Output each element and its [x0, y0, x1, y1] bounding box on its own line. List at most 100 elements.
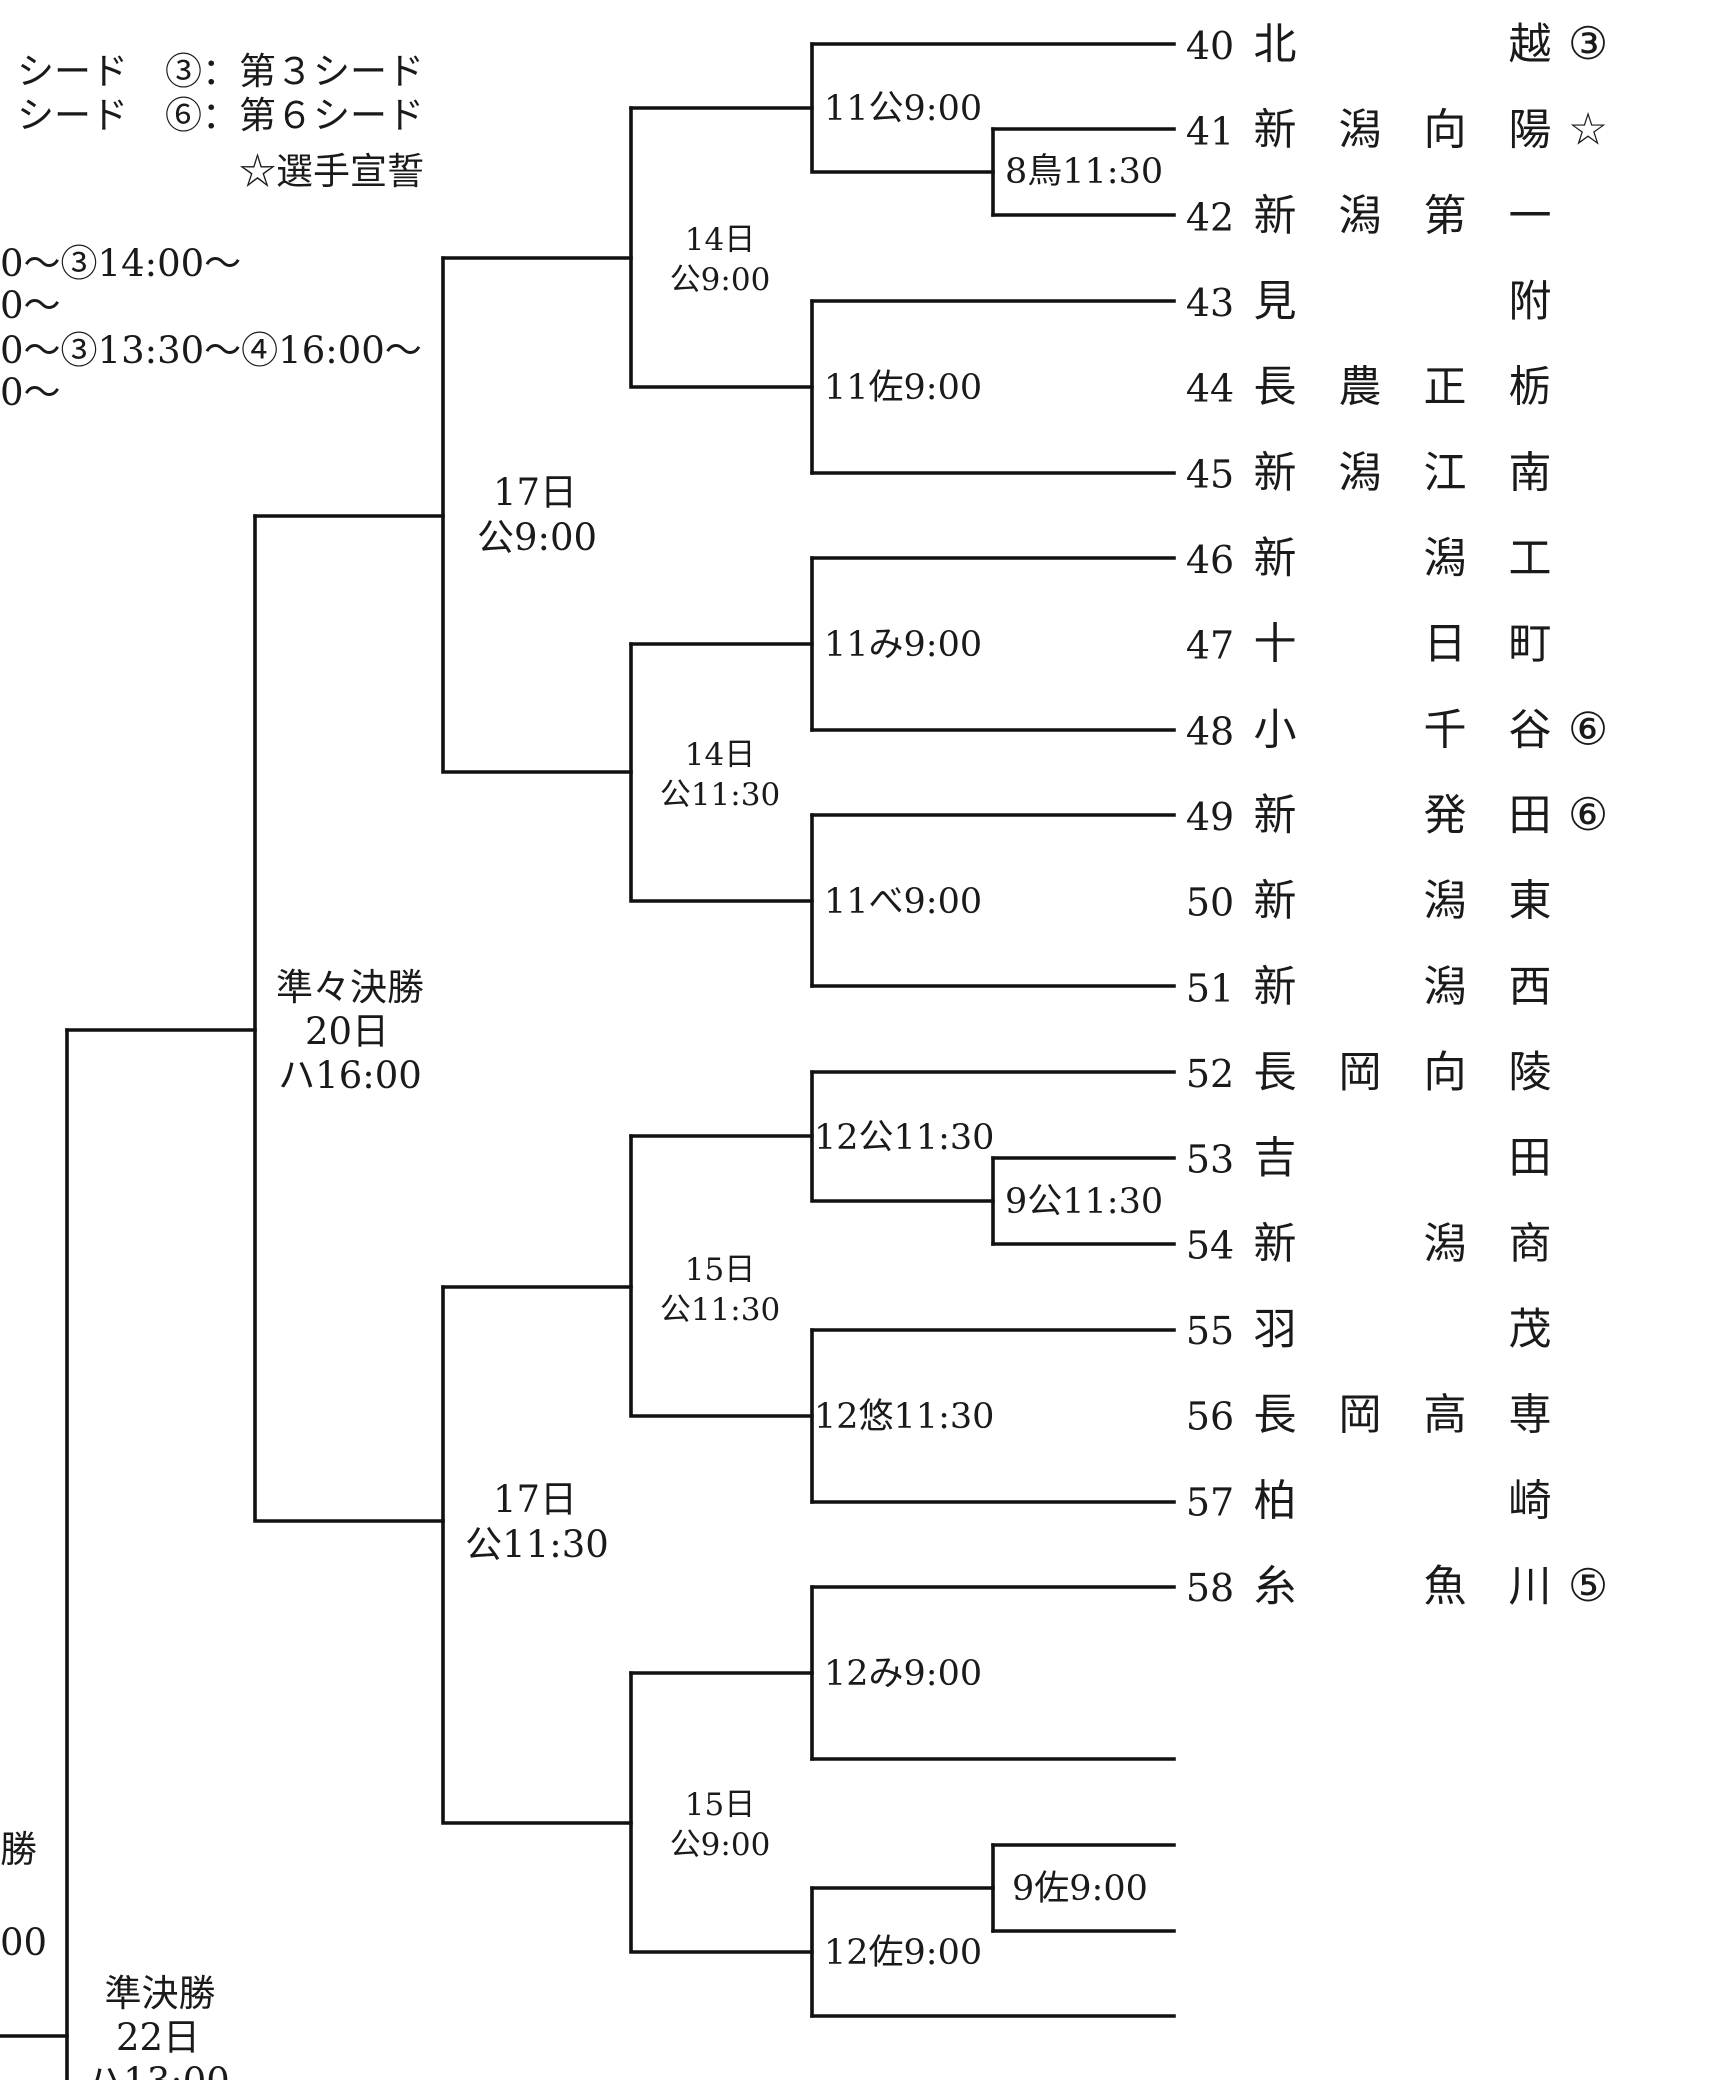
match-time: 公11:30	[660, 1292, 780, 1328]
team-name-char: 町	[1509, 620, 1552, 670]
team-number: 49	[1186, 795, 1234, 839]
team-number: 47	[1186, 624, 1234, 668]
team-name-char: 新	[1254, 1219, 1297, 1269]
team-number: 53	[1186, 1138, 1234, 1182]
team-number: 44	[1186, 367, 1234, 411]
team-number: 46	[1186, 538, 1234, 582]
team-name-char: 潟	[1424, 962, 1467, 1012]
match-time: 公11:30	[465, 1523, 609, 1566]
team-name-char: 新	[1254, 534, 1297, 584]
team-name-char: 第	[1424, 191, 1467, 241]
team-name-char: 潟	[1339, 191, 1382, 241]
match-date: 20日	[305, 1010, 389, 1053]
match-time: 公9:00	[477, 516, 597, 559]
match-date: 14日	[685, 737, 755, 773]
match-date: 14日	[685, 222, 755, 258]
match-label: 9佐9:00	[1012, 1869, 1148, 1909]
legend-line-seed-3: シード ③：第３シード	[17, 50, 424, 93]
team-name-char: 正	[1424, 363, 1467, 413]
team-name-char: 農	[1339, 363, 1382, 413]
team-name-char: 江	[1424, 448, 1467, 498]
team-name-char: 越	[1509, 20, 1552, 70]
team-name-char: 北	[1254, 20, 1297, 70]
match-label: 11み9:00	[824, 625, 982, 665]
team-name-char: 潟	[1424, 1219, 1467, 1269]
seed-mark: ⑤	[1568, 1559, 1608, 1612]
team-name-char: 千	[1424, 705, 1467, 755]
team-name-char: 発	[1424, 791, 1467, 841]
team-number: 55	[1186, 1309, 1234, 1353]
team-name-char: 吉	[1254, 1134, 1297, 1184]
match-label: 12公11:30	[814, 1118, 994, 1158]
team-name-char: 潟	[1424, 877, 1467, 927]
connector-r2-a	[810, 42, 995, 174]
team-entry: 44 長農正栃	[1186, 363, 1552, 413]
team-name-char: 商	[1509, 1219, 1552, 1269]
schedule-fragment: 0〜③14:00〜	[0, 242, 241, 285]
team-name-char: 栃	[1509, 363, 1552, 413]
team-name-char: 長	[1254, 363, 1297, 413]
team-number: 48	[1186, 709, 1234, 753]
quarterfinal-label: 準々決勝	[276, 966, 424, 1009]
team-number: 43	[1186, 281, 1234, 325]
match-date: 22日	[116, 2016, 200, 2059]
team-name-char: 新	[1254, 877, 1297, 927]
team-name-char: 新	[1254, 191, 1297, 241]
team-name-char: 日	[1424, 620, 1467, 670]
legend-line-seed-6: シード ⑥：第６シード	[17, 94, 424, 137]
schedule-fragment: 0〜	[0, 284, 61, 327]
team-name-char: 川	[1509, 1562, 1552, 1612]
team-name-char: 南	[1509, 448, 1552, 498]
edge-fragment: 00	[0, 1921, 47, 1964]
match-time: 公9:00	[670, 1827, 771, 1863]
team-name-char: 魚	[1424, 1562, 1467, 1612]
team-name-char: 羽	[1254, 1305, 1297, 1355]
match-time: 公9:00	[670, 262, 771, 298]
bracket-lines	[0, 42, 1176, 2080]
team-name-char: 向	[1424, 1048, 1467, 1098]
seed-mark: ☆	[1568, 103, 1608, 156]
seed-mark: ⑥	[1568, 788, 1608, 841]
team-name-char: 高	[1424, 1391, 1467, 1441]
team-name-char: 見	[1254, 277, 1297, 327]
legend-line-oath: ☆選手宣誓	[239, 150, 424, 193]
team-number: 51	[1186, 966, 1234, 1010]
edge-fragment: 勝	[0, 1828, 37, 1871]
team-name-char: 附	[1509, 277, 1552, 327]
team-name-char: 工	[1509, 534, 1552, 584]
team-entry: 46 新 潟工	[1186, 534, 1552, 584]
team-name-char: 岡	[1339, 1391, 1382, 1441]
team-name-char: 西	[1509, 962, 1552, 1012]
seed-mark: ③	[1568, 17, 1608, 70]
team-name-char: 柏	[1254, 1476, 1297, 1526]
team-number: 42	[1186, 195, 1234, 239]
schedule-fragment: 0〜③13:30〜④16:00〜	[0, 329, 422, 372]
team-name-char: 潟	[1424, 534, 1467, 584]
team-name-char: 糸	[1254, 1562, 1297, 1612]
connector-r4-a	[441, 256, 633, 774]
team-name-char: 向	[1424, 106, 1467, 156]
team-number: 40	[1186, 24, 1234, 68]
match-label: 12悠11:30	[814, 1397, 994, 1437]
match-time: ハ13:00	[86, 2060, 230, 2080]
connector-qf	[253, 514, 445, 1523]
team-number: 52	[1186, 1052, 1234, 1096]
schedule-fragment: 0〜	[0, 371, 61, 414]
team-name-char: 岡	[1339, 1048, 1382, 1098]
team-number: 56	[1186, 1395, 1234, 1439]
team-name-char: 専	[1509, 1391, 1552, 1441]
match-time: ハ16:00	[278, 1054, 422, 1097]
seed-legend: シード ③：第３シード シード ⑥：第６シード ☆選手宣誓	[17, 50, 424, 193]
